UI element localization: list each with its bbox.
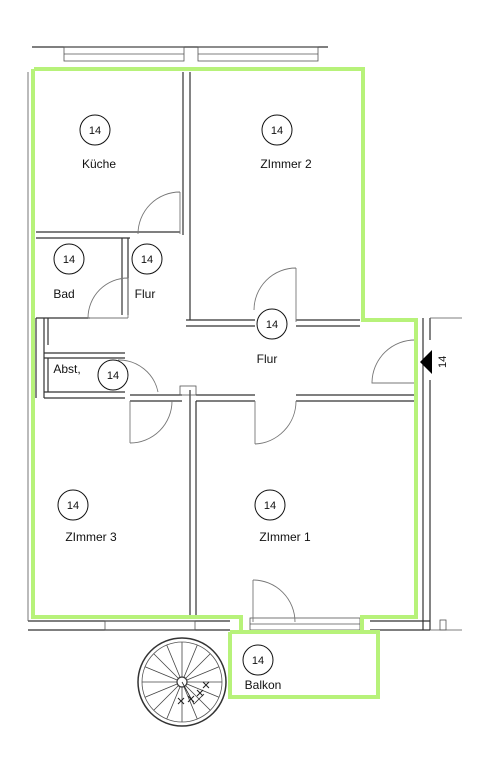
room-zimmer1: 14 ZImmer 1 [254,489,311,544]
room-tag: 14 [252,655,264,667]
room-balkon: 14 Balkon [242,644,282,692]
room-tag: 14 [67,500,79,512]
room-name: Balkon [245,678,282,692]
room-tag: 14 [89,125,101,137]
room-tag: 14 [63,254,75,266]
doors [87,191,417,623]
unit-outline [31,67,418,699]
room-bad: 14 Bad [53,243,85,301]
room-tag: 14 [107,370,119,382]
room-name: Flur [135,287,156,301]
spiral-staircase-icon [137,637,227,727]
room-abst: 14 Abst, [53,359,129,391]
top-wall [32,46,328,62]
room-tag: 14 [266,319,278,331]
room-name: ZImmer 1 [259,530,311,544]
room-tag: 14 [264,500,276,512]
room-name: Bad [53,287,74,301]
entrance-label: 14 [437,356,449,368]
room-zimmer2: 14 ZImmer 2 [260,114,312,171]
room-flur: 14 Flur [256,308,288,366]
room-tag: 14 [141,254,153,266]
room-zimmer3: 14 ZImmer 3 [57,489,117,544]
room-kueche: 14 Küche [79,114,116,171]
room-name: Küche [82,157,116,171]
entrance-marker: 14 [420,350,449,374]
room-tag: 14 [271,125,283,137]
room-name: Abst, [53,362,80,376]
room-name: Flur [257,352,278,366]
room-name: ZImmer 2 [260,157,312,171]
triangle-marker-icon [420,350,432,374]
room-flur-small: 14 Flur [131,243,163,301]
interior-walls [27,72,462,631]
room-name: ZImmer 3 [65,530,117,544]
